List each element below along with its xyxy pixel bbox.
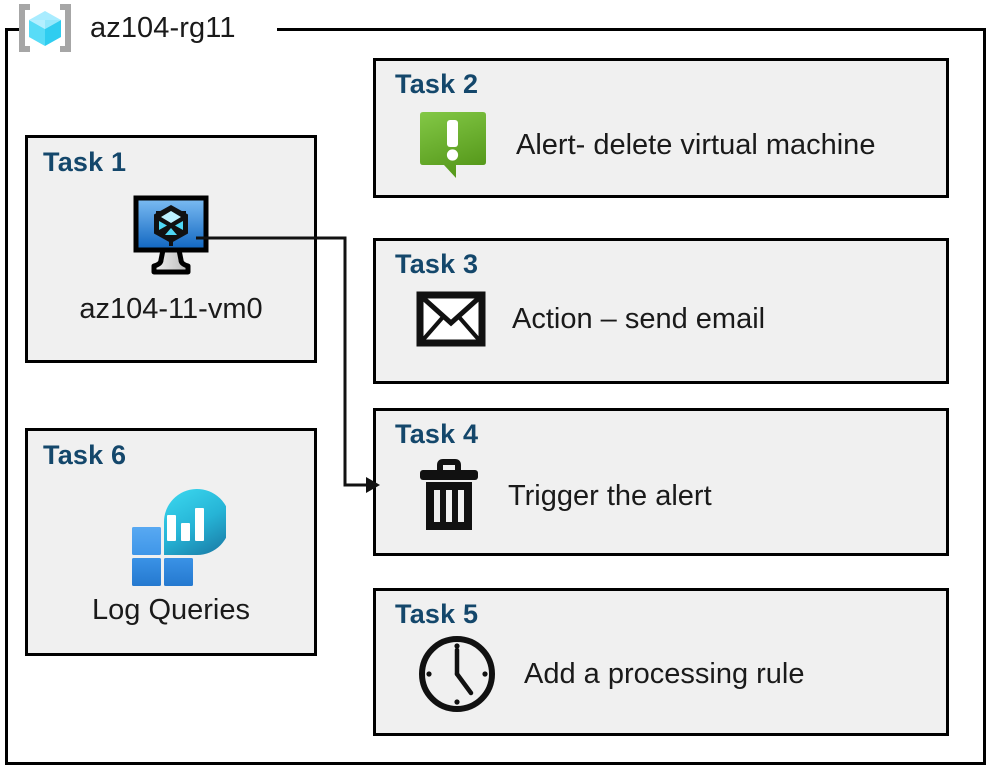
virtual-machine-icon xyxy=(125,194,217,276)
resource-group-name: az104-rg11 xyxy=(90,11,236,44)
clock-icon xyxy=(416,633,498,715)
task-card-4[interactable]: Task 4 Trigger the alert xyxy=(373,408,949,556)
resource-group-cube-icon xyxy=(14,4,76,52)
frame-top-left-edge xyxy=(5,28,19,31)
frame-top-right-edge xyxy=(277,28,986,31)
envelope-icon xyxy=(416,291,486,347)
task-2-caption: Alert- delete virtual machine xyxy=(516,128,876,161)
trash-can-icon xyxy=(416,457,482,535)
task-card-6[interactable]: Task 6 xyxy=(25,428,317,656)
task-1-caption: az104-11-vm0 xyxy=(79,293,263,325)
task-3-row: Action – send email xyxy=(416,291,765,347)
task-5-caption: Add a processing rule xyxy=(524,657,805,690)
task-6-caption-wrap: Log Queries xyxy=(28,594,314,627)
task-4-caption: Trigger the alert xyxy=(508,479,712,512)
log-analytics-icon xyxy=(116,479,226,589)
task-4-label: Task 4 xyxy=(395,419,479,449)
task-card-5[interactable]: Task 5 Add a processing rule xyxy=(373,588,949,736)
task-2-row: Alert- delete virtual machine xyxy=(416,109,875,181)
task-card-3[interactable]: Task 3 Action – send email xyxy=(373,238,949,384)
resource-group-frame xyxy=(5,28,986,765)
task-1-icon-wrap xyxy=(28,194,314,276)
frame-left-edge xyxy=(5,28,8,765)
task-4-row: Trigger the alert xyxy=(416,457,712,535)
task-5-row: Add a processing rule xyxy=(416,633,805,715)
alert-exclamation-icon xyxy=(416,109,490,181)
task-3-caption: Action – send email xyxy=(512,302,766,335)
task-5-label: Task 5 xyxy=(395,599,479,629)
task-card-1[interactable]: Task 1 xyxy=(25,135,317,363)
task-6-caption: Log Queries xyxy=(92,594,250,626)
task-6-icon-wrap xyxy=(28,479,314,589)
task-2-label: Task 2 xyxy=(395,69,479,99)
task-1-caption-wrap: az104-11-vm0 xyxy=(28,293,314,326)
task-3-label: Task 3 xyxy=(395,249,479,279)
task-6-label: Task 6 xyxy=(43,440,127,470)
task-1-label: Task 1 xyxy=(43,147,127,177)
frame-bottom-edge xyxy=(5,762,986,765)
task-card-2[interactable]: Task 2 Alert- delete virtual machine xyxy=(373,58,949,198)
frame-right-edge xyxy=(983,28,986,765)
resource-group-header: az104-rg11 xyxy=(14,2,236,54)
